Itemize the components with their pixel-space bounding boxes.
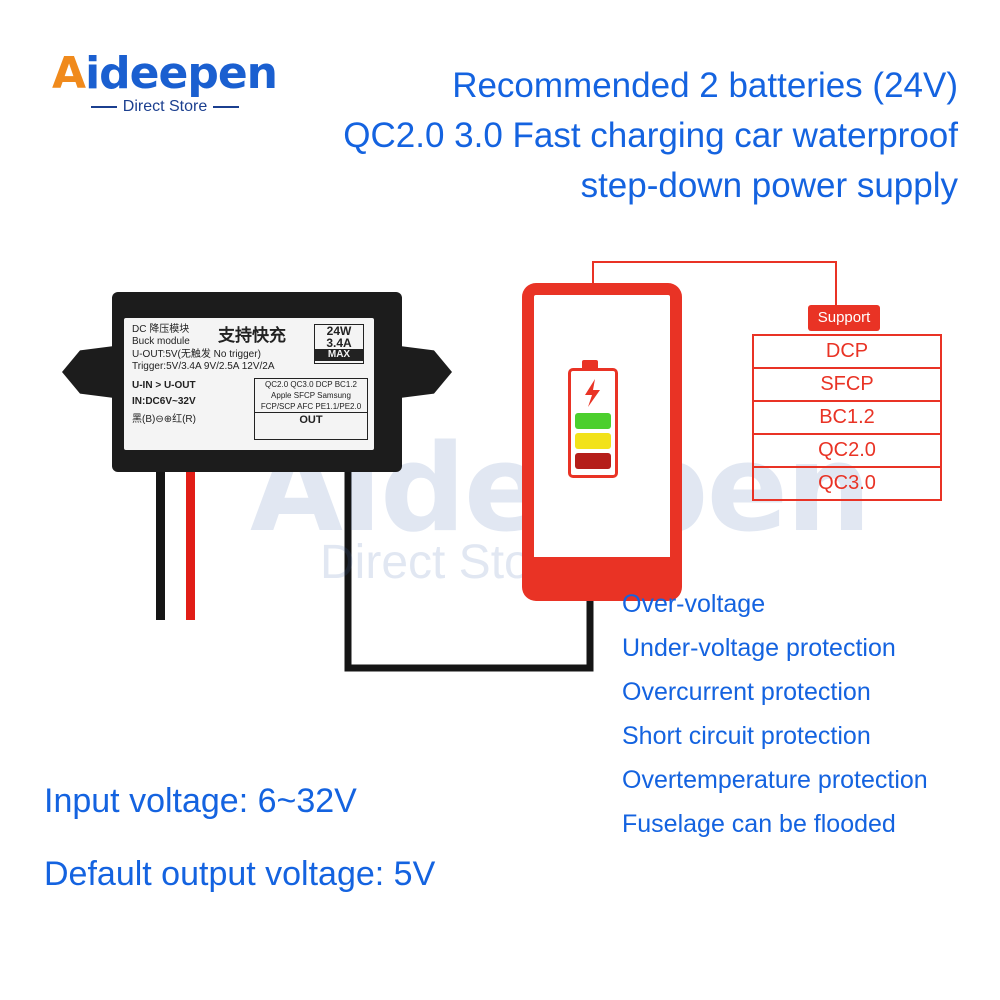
label-uout: U-OUT:5V(无触发 No trigger)	[132, 349, 261, 360]
red-input-wire	[186, 470, 195, 620]
output-wire	[344, 470, 594, 672]
label-polarity: 黑(B)⊖⊕红(R)	[132, 414, 196, 425]
label-uin-uout: U-IN > U-OUT	[132, 380, 196, 391]
label-protocols-1: QC2.0 QC3.0 DCP BC1.2	[265, 380, 357, 389]
label-fast-charge: 支持快充	[218, 326, 286, 345]
phone-home-button	[580, 524, 602, 546]
label-title-en: Buck module	[132, 336, 190, 347]
support-item-dcp: DCP	[754, 336, 940, 369]
feature-item: Under-voltage protection	[622, 634, 896, 662]
brand-logo-subtitle: Direct Store	[60, 98, 270, 116]
black-input-wire	[156, 470, 165, 620]
brand-logo-rest: ideepen	[85, 48, 278, 99]
lightning-icon	[585, 379, 600, 407]
support-item-qc20: QC2.0	[754, 435, 940, 468]
label-protocols-2: Apple SFCP Samsung	[271, 391, 351, 400]
label-trigger: Trigger:5V/3.4A 9V/2.5A 12V/2A	[132, 361, 275, 372]
battery-level-yellow	[575, 433, 611, 449]
feature-item: Over-voltage	[622, 590, 766, 618]
label-title-cn: DC 降压模块	[132, 324, 190, 335]
support-item-qc30: QC3.0	[818, 472, 876, 494]
support-badge: Support	[808, 305, 880, 331]
label-protocols-3: FCP/SCP AFC PE1.1/PE2.0	[260, 402, 362, 411]
battery-level-green	[575, 413, 611, 429]
feature-item: Short circuit protection	[622, 722, 871, 750]
battery-icon	[568, 368, 618, 478]
feature-item: Overtemperature protection	[622, 766, 928, 794]
brand-logo: Aideepen	[52, 48, 278, 99]
battery-cap	[582, 360, 598, 368]
battery-level-red	[575, 453, 611, 469]
feature-item: Fuselage can be flooded	[622, 810, 896, 838]
label-out: OUT	[255, 412, 367, 427]
label-input-range: IN:DC6V~32V	[132, 396, 196, 407]
module-label: DC 降压模块 Buck module 支持快充 U-OUT:5V(无触发 No…	[124, 318, 374, 450]
headline-line-3: step-down power supply	[580, 166, 958, 205]
support-item-bc12: BC1.2	[754, 402, 940, 435]
headline-line-1: Recommended 2 batteries (24V)	[452, 66, 958, 105]
label-max: MAX	[315, 349, 363, 361]
label-power-badge: 24W 3.4A MAX	[314, 324, 364, 364]
label-current: 3.4A	[326, 336, 352, 350]
support-connector-line	[592, 261, 837, 305]
support-item-sfcp: SFCP	[754, 369, 940, 402]
brand-logo-initial: A	[52, 48, 86, 99]
label-power: 24W	[326, 324, 352, 338]
spec-output-voltage: Default output voltage: 5V	[44, 855, 436, 893]
feature-item: Overcurrent protection	[622, 678, 871, 706]
support-protocol-table: DCP SFCP BC1.2 QC2.0 QC3.0	[752, 334, 942, 501]
headline-line-2: QC2.0 3.0 Fast charging car waterproof	[343, 116, 958, 155]
spec-input-voltage: Input voltage: 6~32V	[44, 782, 357, 820]
label-protocol-box: QC2.0 QC3.0 DCP BC1.2 Apple SFCP Samsung…	[254, 378, 368, 440]
